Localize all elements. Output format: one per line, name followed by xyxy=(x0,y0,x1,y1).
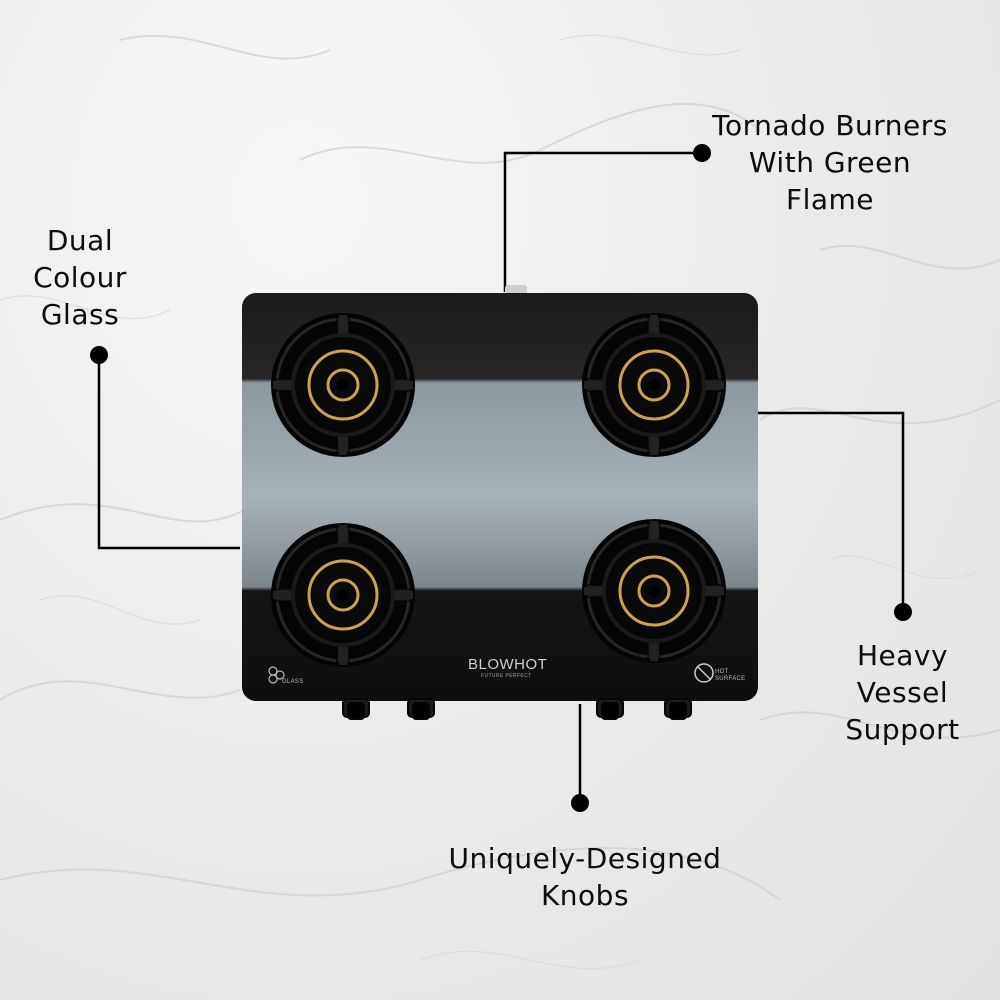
burner-icon xyxy=(582,313,726,457)
burner-icon xyxy=(582,519,726,663)
callout-heavy-vessel-support: Heavy Vessel Support xyxy=(845,639,960,746)
burner-icon xyxy=(271,313,415,457)
no-touch-icon xyxy=(694,663,714,683)
callout-knobs: Uniquely-Designed Knobs xyxy=(448,842,722,912)
callout-dot-knobs xyxy=(571,794,589,812)
knob-icon[interactable] xyxy=(596,698,624,720)
glass-badge: GLASS xyxy=(282,679,304,685)
callout-dot-tornado xyxy=(693,144,711,162)
knob-icon[interactable] xyxy=(664,698,692,720)
gas-stove xyxy=(242,285,758,720)
glass-logo-icon xyxy=(268,666,285,684)
brand-tagline: FUTURE PERFECT xyxy=(481,673,532,679)
burner-icon xyxy=(271,523,415,667)
callout-dual-colour-glass: Dual Colour Glass xyxy=(33,224,127,331)
callout-dot-vessel xyxy=(894,603,912,621)
knob-icon[interactable] xyxy=(342,698,370,720)
brand-logo: BLOWHOT xyxy=(468,656,548,673)
hot-surface-label: HOT SURFACE xyxy=(715,669,746,682)
callout-dot-dual-glass xyxy=(90,346,108,364)
callout-tornado-burners: Tornado Burners With Green Flame xyxy=(712,109,948,216)
knob-icon[interactable] xyxy=(407,698,435,720)
